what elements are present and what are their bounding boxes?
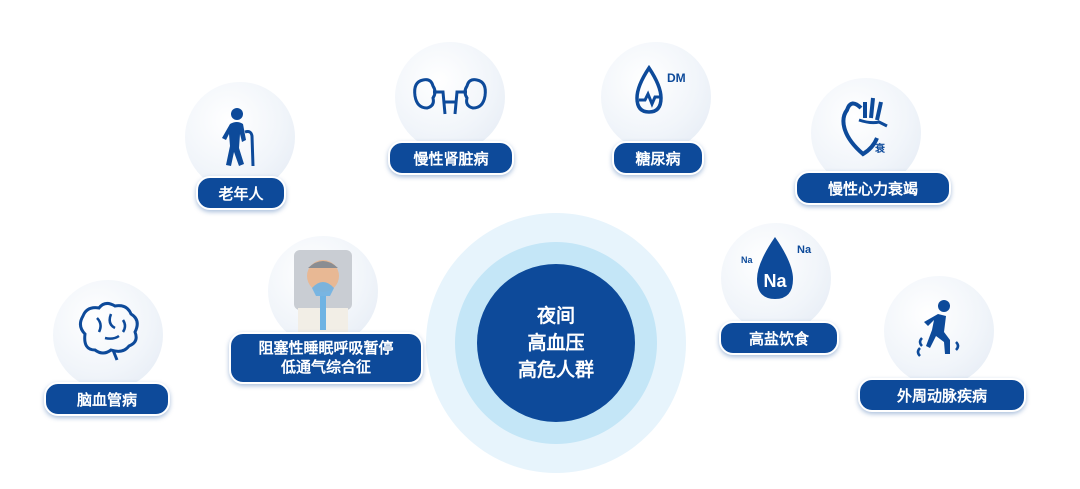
diabetes-drop-icon: DM: [635, 64, 686, 114]
person-leg-pain-icon: [916, 300, 960, 357]
label-high-salt: 高盐饮食: [719, 321, 839, 355]
salt-bubble: Na Na Na: [721, 223, 831, 333]
brain-icon: [78, 301, 139, 361]
heart-icon-text: 衰: [874, 142, 886, 155]
center-title-line3: 高危人群: [517, 358, 594, 381]
label-osa-line1: 阻塞性睡眠呼吸暂停: [258, 339, 394, 357]
label-elderly: 老年人: [196, 176, 286, 210]
kidney-bubble: [395, 42, 505, 152]
center-circle: [477, 264, 635, 422]
label-osa-line2: 低通气综合征: [280, 358, 371, 376]
osa-bubble: [268, 236, 378, 346]
label-kidney: 慢性肾脏病: [388, 141, 514, 175]
label-cerebrovascular: 脑血管病: [44, 382, 170, 416]
kidney-icon: [413, 78, 487, 115]
label-heart-failure: 慢性心力衰竭: [795, 171, 951, 205]
center-title: 夜间 高血压 高危人群: [477, 264, 635, 422]
heart-icon: 衰: [841, 97, 888, 157]
salt-drop-icon: Na Na Na: [741, 237, 812, 299]
brain-bubble: [53, 280, 163, 390]
elderly-walking-cane-icon: [222, 108, 255, 167]
salt-icon-text-big: Na: [763, 271, 787, 291]
heart-bubble: 衰: [811, 78, 921, 188]
center-title-line1: 夜间: [536, 304, 575, 327]
label-osa: 阻塞性睡眠呼吸暂停 低通气综合征: [229, 332, 423, 384]
label-diabetes: 糖尿病: [612, 141, 704, 175]
center-title-line2: 高血压: [527, 331, 585, 354]
diabetes-bubble: DM: [601, 42, 711, 152]
salt-icon-text-small-2: Na: [797, 244, 812, 256]
label-peripheral-arterial: 外周动脉疾病: [858, 378, 1026, 412]
patient-oxygen-mask-icon: [294, 250, 352, 338]
elderly-bubble: [185, 82, 295, 192]
pad-bubble: [884, 276, 994, 386]
salt-icon-text-small: Na: [741, 255, 753, 265]
diabetes-icon-text: DM: [667, 71, 686, 85]
